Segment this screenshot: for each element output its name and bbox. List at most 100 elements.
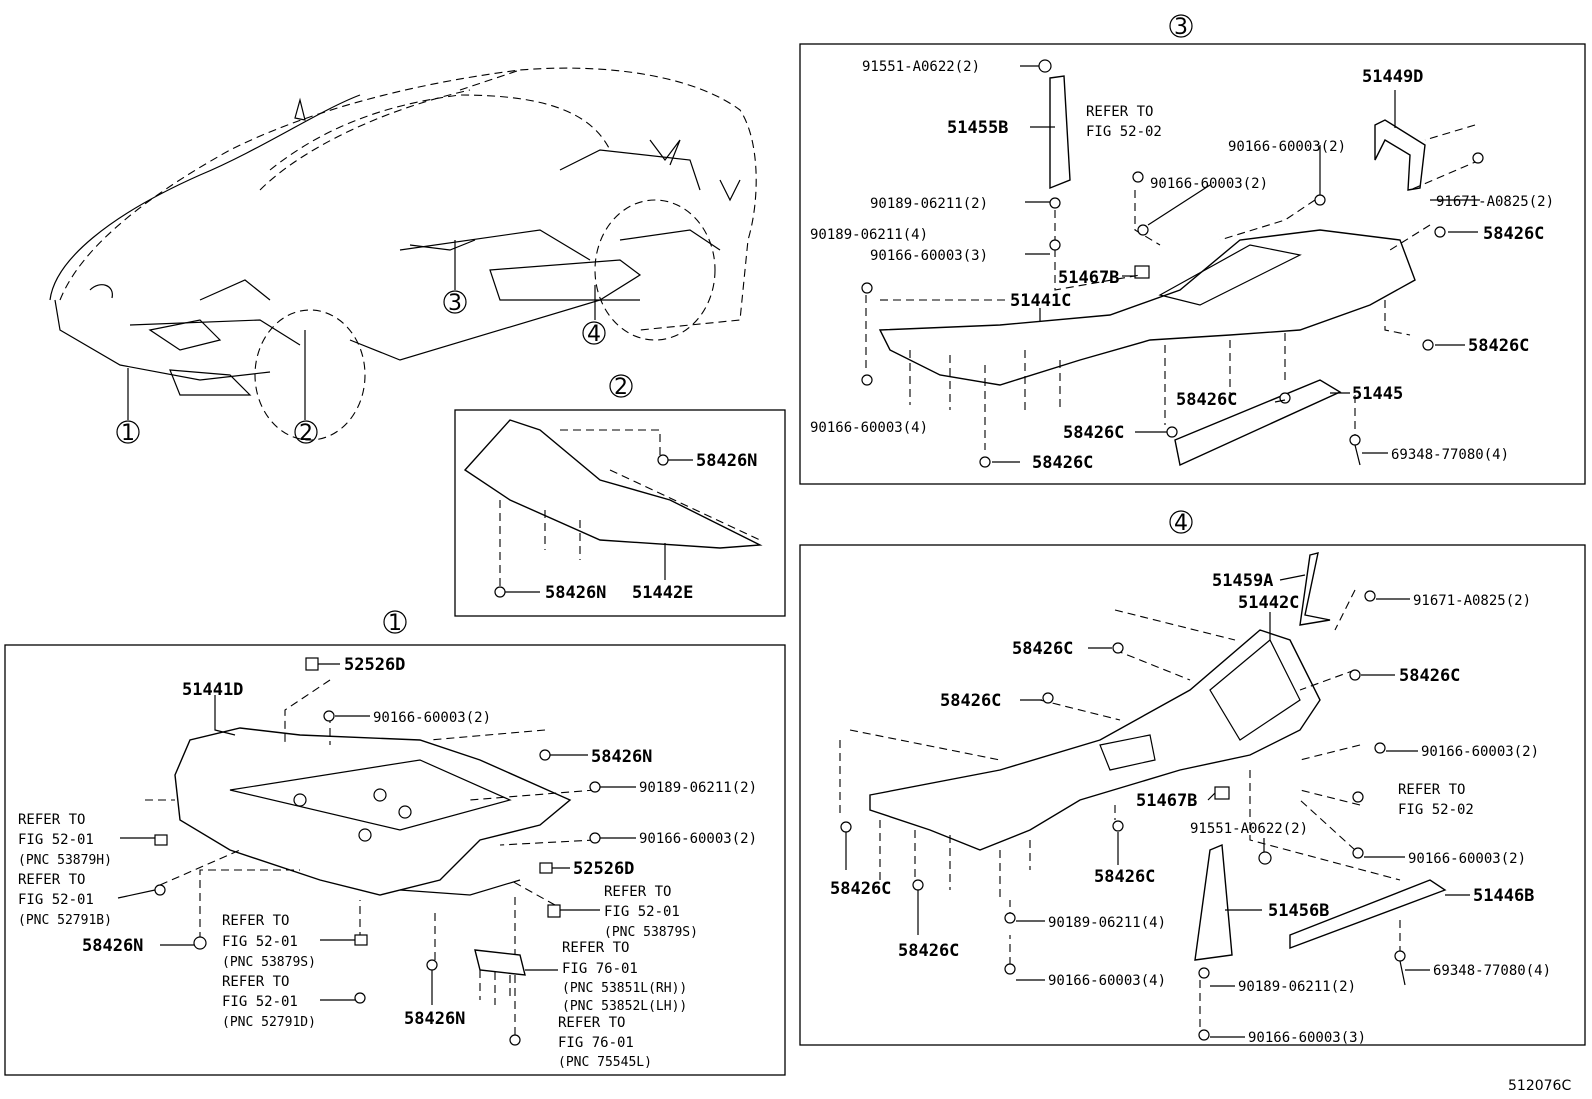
refer-3-a: REFER TO [222, 913, 289, 929]
refer-4-b: FIG 52-02 [1398, 802, 1474, 818]
label-90166-60003-2a: 90166-60003(2) [1421, 744, 1539, 760]
label-58426c-d: 58426C [1094, 867, 1155, 887]
part-51455b-shape [1049, 75, 1071, 190]
refer-4-a: REFER TO [222, 974, 289, 990]
label-51445: 51445 [1352, 384, 1403, 404]
label-90166-60003-3: 90166-60003(3) [870, 248, 988, 264]
overview-callout-2: 2 [299, 421, 313, 446]
panel-2-frame [454, 409, 786, 617]
label-58426c-a: 58426C [1483, 224, 1544, 244]
section-3-label: 3 [1174, 15, 1188, 40]
refer-1-c: (PNC 53879H) [18, 853, 112, 868]
label-51467b: 51467B [1058, 268, 1119, 288]
label-90166-60003-2: 90166-60003(2) [373, 710, 491, 726]
label-51455b: 51455B [947, 118, 1008, 138]
refer-6-b: FIG 76-01 [562, 961, 638, 977]
label-90189-06211-2: 90189-06211(2) [870, 196, 988, 212]
refer-7-c: (PNC 75545L) [558, 1055, 652, 1070]
refer-7-a: REFER TO [558, 1015, 625, 1031]
refer-6-d: (PNC 53852L(LH)) [562, 999, 687, 1014]
panel-1: 1 [4, 610, 786, 1076]
label-52526d-a: 52526D [344, 655, 405, 675]
label-51467b: 51467B [1136, 791, 1197, 811]
label-69348-77080-4: 69348-77080(4) [1391, 447, 1509, 463]
label-91671-a0825-2: 91671-A0825(2) [1413, 593, 1531, 609]
overview-callout-3: 3 [448, 291, 462, 316]
label-90166-60003-2b: 90166-60003(2) [1408, 851, 1526, 867]
part-51446b-shape [1289, 879, 1447, 950]
label-58426n-p2a: 58426N [696, 451, 757, 471]
label-58426c-b: 58426C [1399, 666, 1460, 686]
label-58426n-c: 58426N [404, 1009, 465, 1029]
label-90189-06211-2: 90189-06211(2) [1238, 979, 1356, 995]
label-51441c: 51441C [1010, 291, 1071, 311]
label-58426c-e: 58426C [830, 879, 891, 899]
label-58426n-a: 58426N [591, 747, 652, 767]
label-90166-60003-4: 90166-60003(4) [810, 420, 928, 436]
part-51442e-shape [463, 419, 763, 549]
refer-2-c: (PNC 52791B) [18, 913, 112, 928]
part-51441d-shape [174, 727, 572, 896]
part-51449d-shape [1374, 119, 1426, 191]
car-overview: 1 2 3 4 [49, 67, 757, 446]
label-58426c-a: 58426C [1012, 639, 1073, 659]
label-90189-06211-4: 90189-06211(4) [1048, 915, 1166, 931]
label-58426c-f: 58426C [898, 941, 959, 961]
label-51456b: 51456B [1268, 901, 1329, 921]
label-58426c-d: 58426C [1063, 423, 1124, 443]
diagram-id: 512076C [1508, 1078, 1571, 1094]
label-51459a: 51459A [1212, 571, 1273, 591]
panel-2: 2 58426N 58426N 51442E [454, 374, 786, 617]
refer-3-c: (PNC 53879S) [222, 955, 316, 970]
label-90166-60003-3: 90166-60003(3) [1248, 1030, 1366, 1046]
refer-3-b: FIG 52-02 [1086, 124, 1162, 140]
panel-1-frame [4, 644, 786, 1076]
label-90166-60003-4: 90166-60003(4) [1048, 973, 1166, 989]
part-51459a-shape [1299, 552, 1331, 626]
refer-1-b: FIG 52-01 [18, 832, 94, 848]
refer-5-a: REFER TO [604, 884, 671, 900]
refer-1-a: REFER TO [18, 812, 85, 828]
label-51446b: 51446B [1473, 886, 1534, 906]
panel-3: 3 [799, 14, 1586, 485]
part-51442c-shape [869, 629, 1321, 851]
section-2-label: 2 [614, 375, 628, 400]
refer-4-b: FIG 52-01 [222, 994, 298, 1010]
label-51441d: 51441D [182, 680, 243, 700]
label-58426c-c: 58426C [1176, 390, 1237, 410]
label-91551-a0622-2: 91551-A0622(2) [1190, 821, 1308, 837]
label-58426c-b: 58426C [1468, 336, 1529, 356]
refer-5-b: FIG 52-01 [604, 904, 680, 920]
panel-4: 4 [799, 510, 1586, 1046]
part-51445-shape [1174, 379, 1342, 467]
part-51441c-shape [878, 229, 1416, 386]
refer-4-a: REFER TO [1398, 782, 1465, 798]
section-1-label: 1 [388, 611, 402, 636]
panel-3-frame [799, 43, 1586, 485]
refer-3-a: REFER TO [1086, 104, 1153, 120]
label-91551-a0622-2: 91551-A0622(2) [862, 59, 980, 75]
part-51456b-shape [1194, 843, 1233, 961]
label-90166-60003-2a: 90166-60003(2) [1228, 139, 1346, 155]
label-58426n-p2b: 58426N [545, 583, 606, 603]
section-4-label: 4 [1174, 511, 1188, 536]
label-69348-77080-4: 69348-77080(4) [1433, 963, 1551, 979]
refer-5-c: (PNC 53879S) [604, 925, 698, 940]
label-58426c-c: 58426C [940, 691, 1001, 711]
label-90189-06211-2: 90189-06211(2) [639, 780, 757, 796]
refer-2-b: FIG 52-01 [18, 892, 94, 908]
label-58426c-e: 58426C [1032, 453, 1093, 473]
label-51442c: 51442C [1238, 593, 1299, 613]
refer-3-b: FIG 52-01 [222, 934, 298, 950]
label-90166-60003-2b: 90166-60003(2) [1150, 176, 1268, 192]
overview-callout-1: 1 [121, 421, 135, 446]
label-58426n-b: 58426N [82, 936, 143, 956]
refer-2-a: REFER TO [18, 872, 85, 888]
refer-6-c: (PNC 53851L(RH)) [562, 981, 687, 996]
refer-4-c: (PNC 52791D) [222, 1015, 316, 1030]
refer-6-a: REFER TO [562, 940, 629, 956]
label-51449d: 51449D [1362, 67, 1423, 87]
label-90189-06211-4: 90189-06211(4) [810, 227, 928, 243]
label-52526d-b: 52526D [573, 859, 634, 879]
